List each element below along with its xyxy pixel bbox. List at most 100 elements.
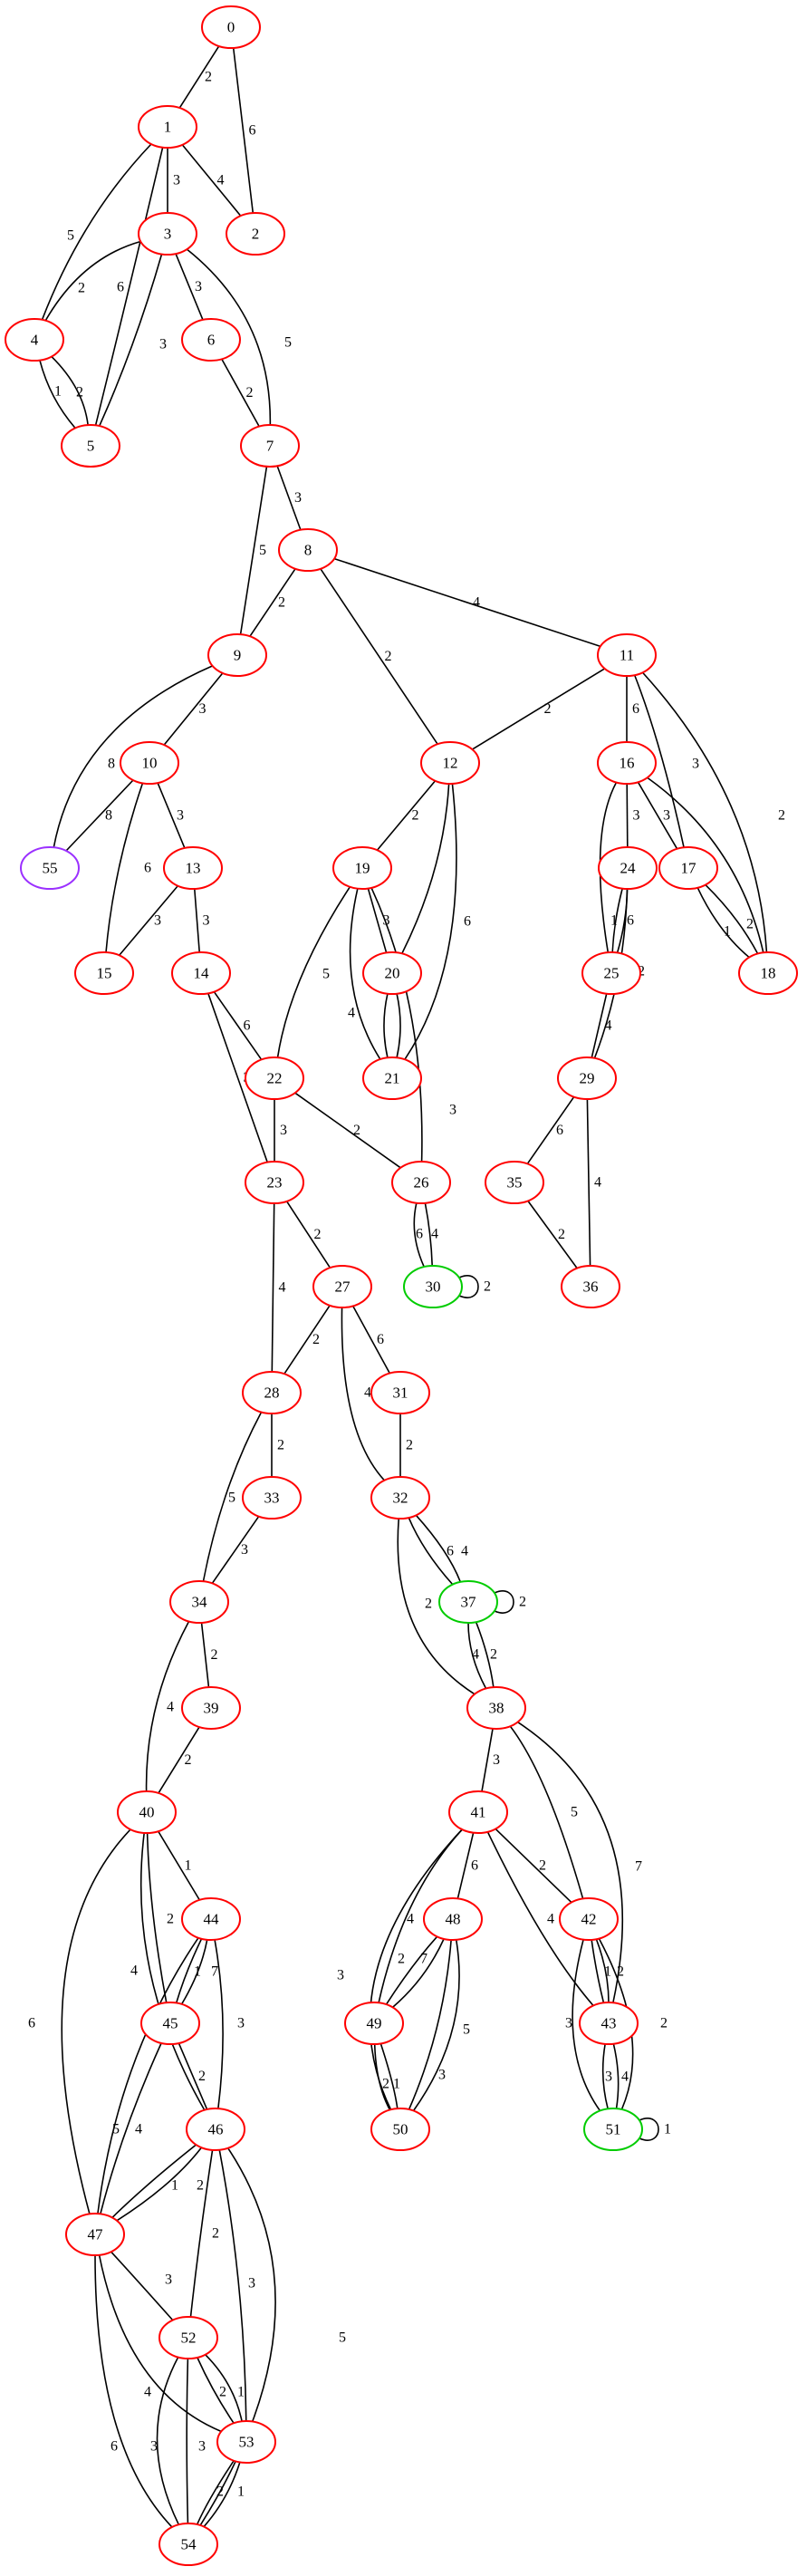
edge-32-38: 2	[397, 1518, 476, 1695]
edge-line	[189, 2149, 214, 2318]
node-ellipse	[242, 1476, 302, 1520]
edge-weight-label: 7	[211, 1964, 218, 1980]
node-ellipse	[559, 1897, 619, 1941]
edge-28-34: 5	[202, 1412, 263, 1582]
edge-line	[626, 783, 629, 848]
node-ellipse	[370, 2108, 430, 2151]
edge-weight-label: 3	[605, 2069, 612, 2085]
edge-weight-label: 3	[383, 913, 390, 929]
edge-52-54: 3	[186, 2358, 206, 2524]
edge-1-5: 6	[94, 147, 164, 426]
node-ellipse	[117, 1790, 177, 1834]
node-ellipse	[344, 2002, 404, 2045]
edge-line	[178, 2042, 208, 2110]
node-ellipse	[181, 1686, 241, 1730]
edge-weight-label: 2	[278, 595, 285, 611]
node-label: 17	[681, 860, 697, 877]
node-label: 15	[97, 965, 112, 982]
edge-line	[39, 360, 76, 429]
edge-weight-label: 6	[28, 2016, 35, 2031]
edge-0-2: 6	[232, 47, 256, 214]
node-42: 42	[559, 1897, 619, 1941]
edge-weight-label: 2	[205, 70, 212, 85]
node-ellipse	[120, 741, 179, 785]
node-label: 28	[264, 1384, 280, 1402]
node-ellipse	[159, 2316, 218, 2359]
edge-line	[197, 2357, 235, 2424]
edge-12-20: 5	[401, 770, 455, 954]
edge-line	[527, 1200, 578, 1269]
node-label: 31	[393, 1384, 408, 1402]
edge-line	[373, 2043, 391, 2110]
edge-line	[139, 1832, 206, 2111]
edge-line	[205, 2354, 243, 2422]
edge-line	[475, 1621, 495, 1688]
edge-line	[61, 1828, 131, 2214]
edge-line	[158, 1726, 200, 1794]
edge-weight-label: 2	[246, 385, 254, 400]
node-10: 10	[120, 741, 179, 785]
edge-line	[637, 781, 678, 850]
edge-weight-label: 6	[377, 1332, 384, 1347]
edge-47-52: 3	[110, 2251, 174, 2321]
edge-line	[333, 557, 601, 648]
edge-line	[376, 780, 437, 851]
edge-line	[181, 144, 242, 217]
node-15: 15	[74, 951, 134, 995]
edge-line	[697, 887, 750, 959]
node-ellipse	[362, 1056, 422, 1100]
edge-line	[397, 1518, 476, 1695]
edge-11-12: 2	[471, 668, 606, 750]
edge-37-38: 4	[467, 1622, 487, 1689]
edge-40-44: 1	[158, 1830, 200, 1901]
edge-weight-label: 5	[463, 2022, 470, 2038]
edge-10-15: 6	[105, 783, 151, 953]
node-54: 54	[159, 2523, 218, 2566]
node-21: 21	[362, 1056, 422, 1100]
node-22: 22	[245, 1056, 304, 1100]
node-label: 14	[194, 965, 210, 982]
edge-weight-label: 2	[314, 1227, 322, 1242]
node-label: 41	[471, 1804, 486, 1821]
edge-weight-label: 2	[167, 1912, 174, 1927]
edge-52-53: 2	[197, 2357, 235, 2424]
edge-weight-label: 3	[493, 1752, 500, 1768]
edge-weight-label: 2	[78, 281, 85, 296]
node-28: 28	[242, 1371, 302, 1414]
edge-16-24: 3	[626, 783, 640, 848]
edge-line	[424, 1202, 434, 1267]
edge-line	[392, 1938, 445, 2008]
edge-line	[276, 886, 351, 1058]
edge-line	[647, 777, 764, 953]
edge-line	[186, 248, 272, 426]
node-label: 2	[252, 226, 260, 243]
edge-weight-label: 5	[339, 2330, 346, 2346]
node-47: 47	[65, 2213, 125, 2256]
node-label: 16	[620, 755, 635, 772]
edge-line	[202, 1412, 263, 1582]
edge-weight-label: 1	[54, 384, 62, 400]
node-ellipse	[207, 633, 267, 677]
edge-line	[352, 1306, 390, 1374]
edge-27-28: 2	[283, 1305, 331, 1375]
edge-27-32: 4	[341, 1307, 385, 1481]
edge-35-36: 2	[527, 1200, 578, 1269]
edge-weight-label: 2	[425, 1597, 432, 1612]
node-ellipse	[163, 846, 223, 890]
edge-weight-label: 2	[617, 1964, 624, 1980]
edge-38-41: 3	[481, 1728, 500, 1792]
node-13: 13	[163, 846, 223, 890]
node-ellipse	[245, 1056, 304, 1100]
edge-17-18: 2	[705, 883, 759, 954]
node-8: 8	[278, 528, 338, 572]
node-32: 32	[370, 1476, 430, 1520]
edge-weight-label: 2	[398, 1952, 405, 1967]
edge-line	[396, 993, 401, 1058]
edge-line	[595, 1938, 610, 2003]
node-39: 39	[181, 1686, 241, 1730]
edge-weight-label: 3	[692, 757, 699, 772]
edge-weight-label: 2	[385, 649, 392, 664]
node-17: 17	[658, 846, 718, 890]
edge-line	[412, 1939, 460, 2111]
node-11: 11	[597, 633, 657, 677]
